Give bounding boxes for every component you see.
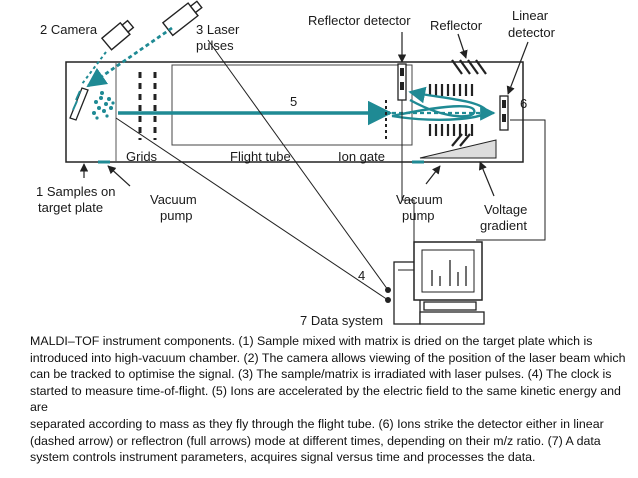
linear-detector-label-line1: Linear: [512, 8, 549, 23]
grids-label: Grids: [126, 149, 158, 164]
detector-number-label: 6: [520, 96, 527, 111]
samples-label-line1: 1 Samples on: [36, 184, 116, 199]
camera-icon: [100, 19, 135, 51]
reflector-detector-label: Reflector detector: [308, 13, 411, 28]
beam-number-label: 5: [290, 94, 297, 109]
caption-paragraph-1: MALDI–TOF instrument components. (1) Sam…: [30, 334, 626, 415]
camera-label: 2 Camera: [40, 22, 98, 37]
flight-tube-label: Flight tube: [230, 149, 291, 164]
reflector-detector: [397, 63, 407, 101]
reflector-label: Reflector: [430, 18, 483, 33]
ion-cloud: [92, 91, 115, 120]
junction-dot: [385, 287, 391, 293]
vacuum-pump-left-line1: Vacuum: [150, 192, 197, 207]
camera-view-line: [81, 51, 107, 85]
laser-icon: [161, 0, 203, 37]
ion-gate-label: Ion gate: [338, 149, 385, 164]
laser-label-line1: 3 Laser: [196, 22, 240, 37]
reflector-plates: [428, 59, 487, 147]
instrument-chamber: [65, 61, 524, 163]
vacuum-pump-right-line2: pump: [402, 208, 435, 223]
samples-label-line2: target plate: [38, 200, 103, 215]
grids: [138, 72, 157, 140]
clock-number-label: 4: [358, 268, 365, 283]
linear-detector: [499, 95, 509, 131]
vacuum-pump-left-line2: pump: [160, 208, 193, 223]
caption-paragraph-2: separated according to mass as they fly …: [30, 416, 604, 465]
voltage-gradient-line1: Voltage: [484, 202, 527, 217]
voltage-gradient-line2: gradient: [480, 218, 527, 233]
computer-icon: [393, 241, 485, 325]
linear-detector-label-line2: detector: [508, 25, 556, 40]
signal-wires: [115, 39, 546, 301]
figure-caption: MALDI–TOF instrument components. (1) Sam…: [30, 333, 630, 466]
target-plate: [69, 87, 89, 121]
data-system-label: 7 Data system: [300, 313, 383, 328]
vacuum-pump-right-line1: Vacuum: [396, 192, 443, 207]
laser-label-line2: pulses: [196, 38, 234, 53]
flight-tube-outline: [171, 64, 413, 146]
maldi-tof-diagram: 2 Camera 3 Laser pulses Reflector detect…: [36, 0, 556, 328]
callout-arrows: [79, 32, 529, 197]
voltage-gradient-wedge: [419, 139, 497, 159]
junction-dot: [385, 297, 391, 303]
laser-beam: [86, 26, 173, 88]
